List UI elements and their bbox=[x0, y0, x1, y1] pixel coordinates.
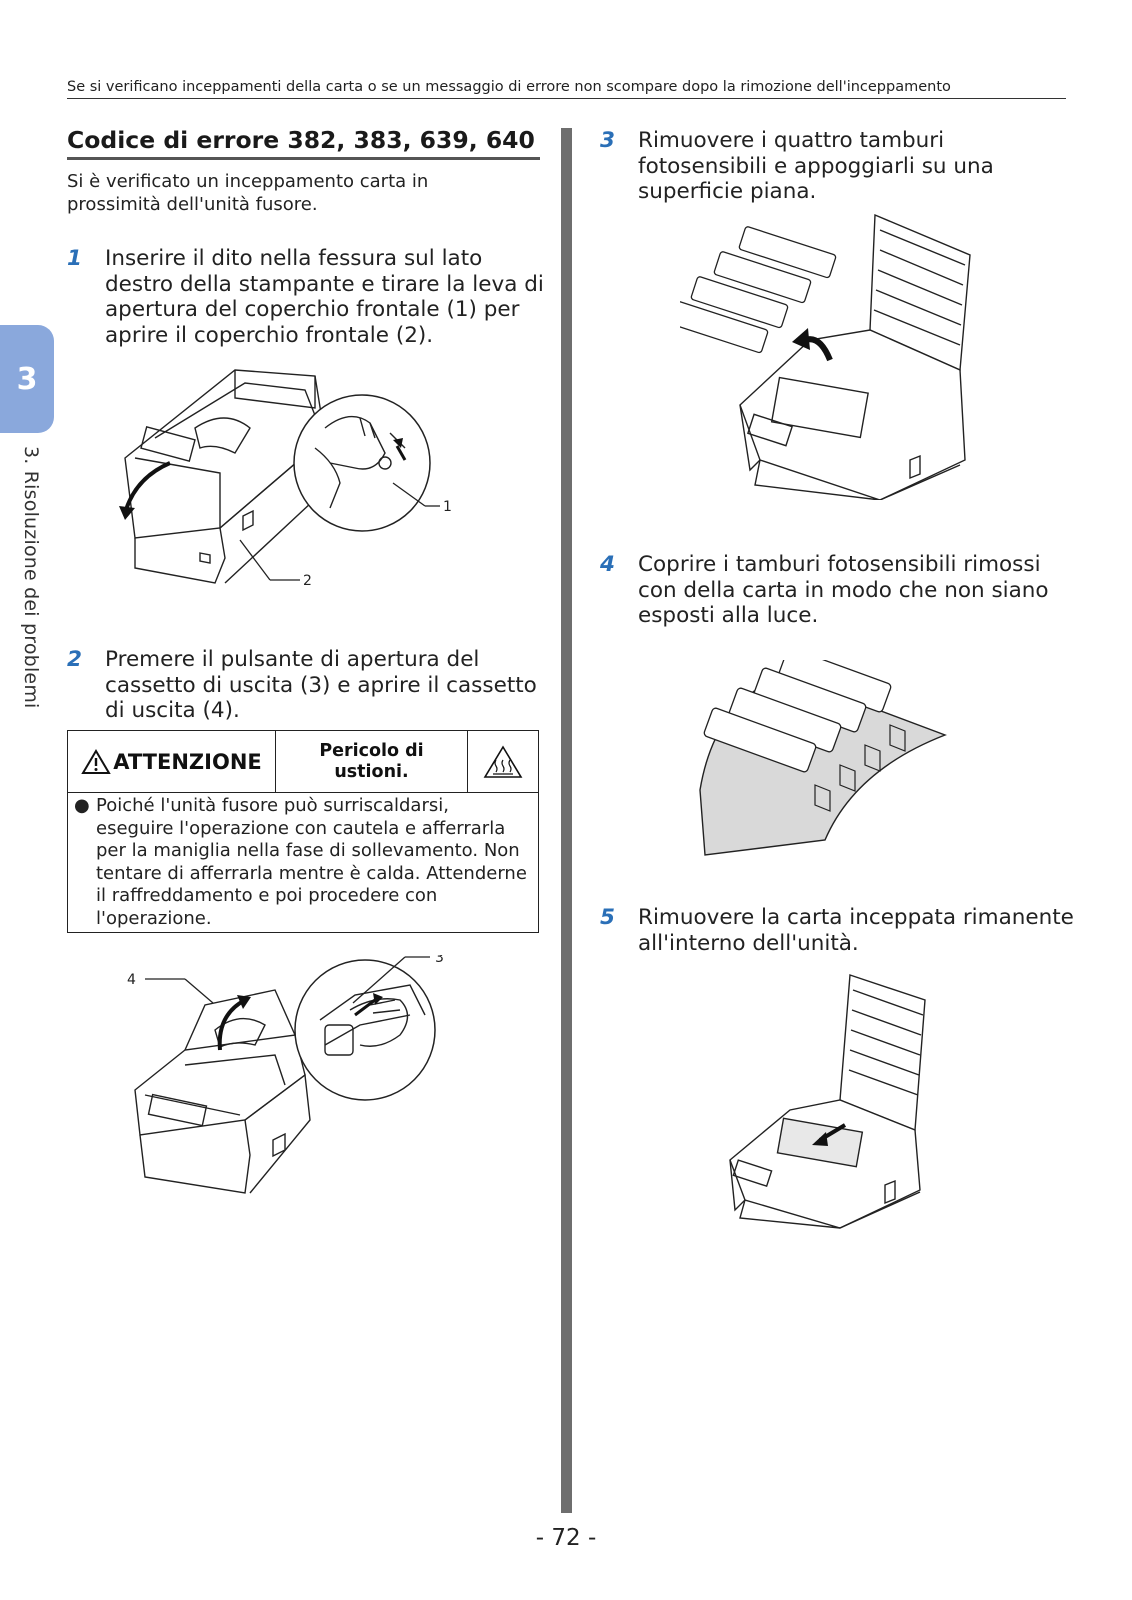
warning-triangle-icon bbox=[81, 748, 112, 774]
step-4: 4 Coprire i tamburi fotosensibili rimoss… bbox=[600, 552, 1080, 629]
bullet: ● bbox=[74, 795, 90, 816]
section-intro: Si è verificato un inceppamento carta in… bbox=[67, 171, 429, 215]
warning-icon-cell bbox=[468, 731, 538, 792]
step-2: 2 Premere il pulsante di apertura del ca… bbox=[67, 647, 547, 724]
step-1: 1 Inserire il dito nella fessura sul lat… bbox=[67, 246, 547, 348]
step-text: Rimuovere i quattro tamburi fotosensibil… bbox=[638, 128, 994, 204]
step-number: 1 bbox=[67, 246, 82, 271]
callout-3: 3 bbox=[435, 955, 444, 966]
warning-header-row: ATTENZIONE Pericolo di ustioni. bbox=[68, 731, 538, 793]
running-header: Se si verificano inceppamenti della cart… bbox=[67, 79, 1066, 99]
step-number: 3 bbox=[600, 128, 615, 153]
step-text: Rimuovere la carta inceppata rimanente a… bbox=[638, 905, 1074, 956]
page-number: - 72 - bbox=[535, 1525, 597, 1551]
step-5: 5 Rimuovere la carta inceppata rimanente… bbox=[600, 905, 1080, 956]
figure-remove-drums bbox=[680, 213, 971, 500]
step-number: 4 bbox=[600, 552, 615, 577]
chapter-tab: 3 bbox=[0, 325, 54, 433]
callout-1: 1 bbox=[443, 499, 452, 515]
chapter-number: 3 bbox=[16, 361, 38, 397]
hot-surface-icon bbox=[483, 744, 523, 778]
step-text: Inserire il dito nella fessura sul lato … bbox=[105, 246, 544, 348]
section-title: Codice di errore 382, 383, 639, 640 bbox=[67, 126, 540, 160]
step-number: 5 bbox=[600, 905, 615, 930]
warning-body: ● Poiché l'unità fusore può surriscaldar… bbox=[74, 795, 530, 930]
step-text: Coprire i tamburi fotosensibili rimossi … bbox=[638, 552, 1049, 628]
callout-4: 4 bbox=[127, 972, 136, 988]
figure-open-front-cover: 1 2 bbox=[119, 369, 452, 589]
step-3: 3 Rimuovere i quattro tamburi fotosensib… bbox=[600, 128, 1080, 205]
warning-label: ATTENZIONE bbox=[113, 749, 262, 774]
chapter-title-vertical: 3. Risoluzione dei problemi bbox=[20, 446, 42, 709]
figure-remove-jammed-paper bbox=[729, 974, 926, 1229]
step-text: Premere il pulsante di apertura del cass… bbox=[105, 647, 537, 723]
figure-cover-drums bbox=[699, 660, 947, 856]
figure-open-output-tray: 3 4 bbox=[127, 955, 444, 1194]
callout-2: 2 bbox=[303, 573, 312, 589]
warning-box: ATTENZIONE Pericolo di ustioni. ● Poiché… bbox=[67, 730, 539, 933]
column-divider bbox=[561, 128, 572, 1513]
warning-hazard-cell: Pericolo di ustioni. bbox=[276, 731, 468, 792]
warning-label-cell: ATTENZIONE bbox=[68, 731, 276, 792]
warning-text: Poiché l'unità fusore può surriscaldarsi… bbox=[96, 795, 527, 929]
warning-hazard: Pericolo di ustioni. bbox=[319, 740, 424, 782]
step-number: 2 bbox=[67, 647, 82, 672]
